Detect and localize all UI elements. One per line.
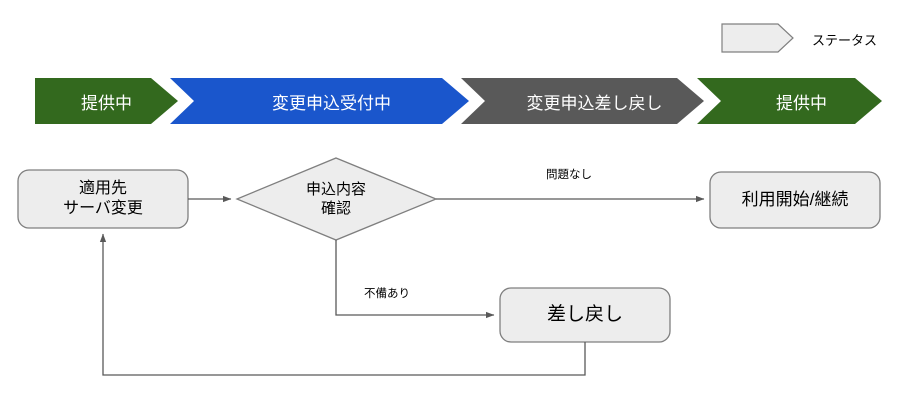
legend-label: ステータス	[812, 33, 878, 48]
node-start-or-continue-use-shape[interactable]	[709, 171, 881, 229]
status-chevron-4[interactable]	[697, 78, 882, 124]
status-chevron-group	[35, 78, 882, 124]
edge-sendback-to-apply	[99, 233, 586, 376]
node-send-back-shape[interactable]	[499, 287, 671, 343]
node-application-content-check-shape[interactable]	[235, 157, 438, 241]
status-chevron-3[interactable]	[461, 78, 704, 124]
status-chevron-1[interactable]	[35, 78, 178, 124]
edge-decision-to-sendback	[335, 240, 495, 319]
node-apply-target-server-change-shape[interactable]	[17, 169, 189, 229]
status-chevron-2[interactable]	[170, 78, 469, 124]
legend-chevron-shape	[721, 23, 794, 53]
